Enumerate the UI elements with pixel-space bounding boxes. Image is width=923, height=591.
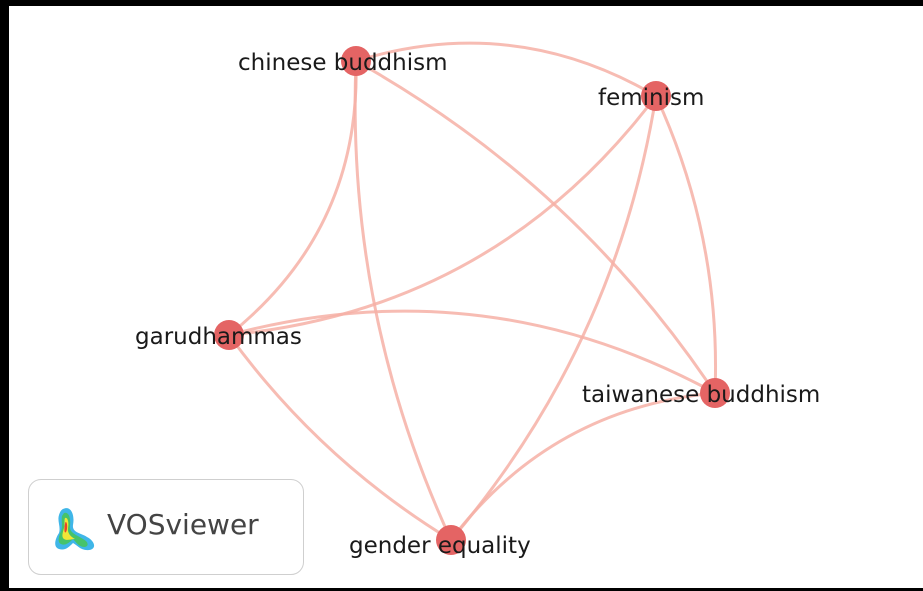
vosviewer-logo-text: VOSviewer xyxy=(107,508,259,541)
link-chinese-buddhism-garudhammas xyxy=(228,60,358,337)
node-feminism[interactable] xyxy=(641,81,671,111)
link-chinese-buddhism-taiwanese-buddhism xyxy=(355,59,717,394)
node-label-taiwanese-buddhism[interactable]: taiwanese buddhism xyxy=(582,382,820,408)
link-garudhammas-gender-equality xyxy=(227,334,452,542)
node-label-gender-equality[interactable]: gender equality xyxy=(349,533,531,559)
link-chinese-buddhism-gender-equality xyxy=(353,60,453,541)
node-label-chinese-buddhism[interactable]: chinese buddhism xyxy=(238,50,448,76)
node-label-feminism[interactable]: feminism xyxy=(598,85,704,111)
node-taiwanese-buddhism[interactable] xyxy=(700,378,730,408)
links-layer xyxy=(227,41,717,542)
link-feminism-taiwanese-buddhism xyxy=(654,95,717,394)
vosviewer-logo-icon xyxy=(55,508,95,551)
node-gender-equality[interactable] xyxy=(436,525,466,555)
link-taiwanese-buddhism-gender-equality xyxy=(449,391,716,541)
link-feminism-garudhammas xyxy=(228,95,658,337)
node-label-garudhammas[interactable]: garudhammas xyxy=(135,324,302,350)
vosviewer-logo-box[interactable]: VOSviewer xyxy=(28,479,304,575)
link-garudhammas-taiwanese-buddhism xyxy=(228,309,716,395)
labels-layer: chinese buddhism feminism garudhammas taiwa… xyxy=(135,50,820,559)
node-garudhammas[interactable] xyxy=(214,320,244,350)
node-chinese-buddhism[interactable] xyxy=(341,46,371,76)
link-chinese-buddhism-feminism xyxy=(355,41,657,98)
link-feminism-gender-equality xyxy=(449,95,658,541)
nodes-layer xyxy=(214,46,730,555)
